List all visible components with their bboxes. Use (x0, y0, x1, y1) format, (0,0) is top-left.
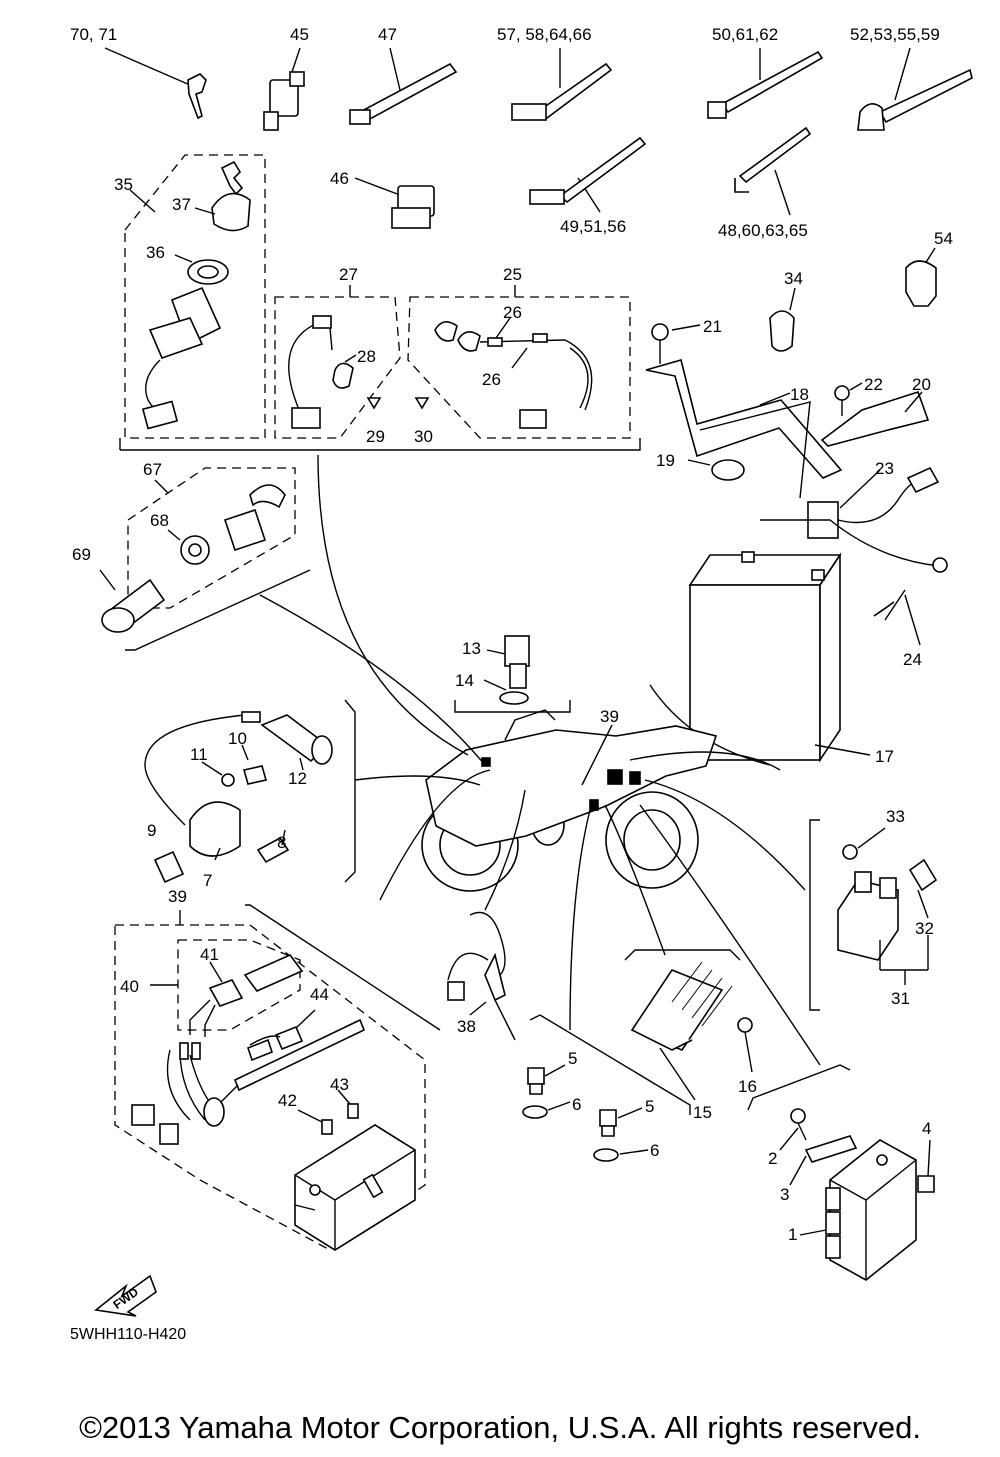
callout-9: 9 (147, 821, 156, 840)
callout-25: 25 (503, 265, 522, 284)
callout-10: 10 (228, 729, 247, 748)
cable-tie-49-part (529, 136, 647, 213)
key-part (104, 47, 207, 120)
accessory-socket-group (99, 467, 311, 651)
callout-49: 49,51,56 (560, 217, 626, 236)
callout-labels: 70, 71 45 47 57, 58,64,66 50,61,62 52,53… (70, 25, 953, 1244)
wire-harness-group (114, 904, 441, 1251)
neutral-switch-part (447, 911, 516, 1041)
callout-5b: 5 (645, 1097, 654, 1116)
document-code: 5WHH110-H420 (70, 1326, 187, 1343)
callout-6b: 6 (650, 1141, 659, 1160)
cable-tie-47-part (349, 47, 458, 125)
cdi-unit-part (747, 1064, 935, 1281)
callout-67: 67 (143, 460, 162, 479)
callout-12: 12 (288, 769, 307, 788)
callout-54: 54 (934, 229, 953, 248)
callout-13: 13 (462, 639, 481, 658)
callout-21: 21 (703, 317, 722, 336)
callout-57: 57, 58,64,66 (497, 25, 592, 44)
callout-3: 3 (780, 1185, 789, 1204)
rectifier-regulator-part (624, 949, 753, 1101)
callout-23: 23 (875, 459, 894, 478)
callout-48: 48,60,63,65 (718, 221, 808, 240)
clip-54-part (905, 247, 937, 307)
callout-46: 46 (330, 169, 349, 188)
callout-6a: 6 (572, 1095, 581, 1114)
callout-19: 19 (656, 451, 675, 470)
callout-31: 31 (891, 989, 910, 1008)
callout-16: 16 (738, 1077, 757, 1096)
callout-4: 4 (922, 1119, 931, 1138)
callout-8: 8 (277, 833, 286, 852)
cable-tie-50-part (707, 48, 824, 119)
callout-38: 38 (457, 1017, 476, 1036)
callout-24: 24 (903, 650, 922, 669)
callout-52: 52,53,55,59 (850, 25, 940, 44)
battery-cables-part (760, 466, 948, 646)
callout-29: 29 (366, 427, 385, 446)
callout-39b: 39 (168, 887, 187, 906)
cable-tie-48-part (734, 126, 812, 216)
callout-5a: 5 (568, 1049, 577, 1068)
callout-44: 44 (310, 985, 329, 1004)
forward-arrow-icon: FWD (94, 1274, 157, 1317)
callout-40: 40 (120, 977, 139, 996)
clamp-tie-52-part (857, 47, 973, 131)
callout-47: 47 (378, 25, 397, 44)
connector-45-part (263, 47, 305, 131)
callout-69: 69 (72, 545, 91, 564)
callout-35: 35 (114, 175, 133, 194)
callout-26a: 26 (503, 303, 522, 322)
callout-37: 37 (172, 195, 191, 214)
callout-43: 43 (330, 1075, 349, 1094)
diagram-canvas: FWD 70, 71 45 47 57, 58,64,66 50,61,62 5… (70, 25, 973, 1317)
thermo-switch-part (454, 635, 571, 713)
battery-bracket-part (645, 287, 930, 499)
copyright-notice: ©2013 Yamaha Motor Corporation, U.S.A. A… (79, 1410, 921, 1445)
battery-part (649, 551, 871, 766)
callout-28: 28 (357, 347, 376, 366)
callout-45: 45 (290, 25, 309, 44)
bolts-5-6-part (522, 1014, 691, 1162)
starter-relay-part (809, 819, 938, 1011)
callout-14: 14 (455, 671, 474, 690)
callout-18: 18 (790, 385, 809, 404)
main-switch-group (124, 154, 266, 439)
ignition-coil-part (144, 699, 356, 884)
callout-2: 2 (768, 1149, 777, 1168)
callout-50: 50,61,62 (712, 25, 778, 44)
callout-26b: 26 (482, 370, 501, 389)
callout-7: 7 (203, 871, 212, 890)
callout-1: 1 (788, 1225, 797, 1244)
callout-32: 32 (915, 919, 934, 938)
callout-68: 68 (150, 511, 169, 530)
callout-42: 42 (278, 1091, 297, 1110)
relay-46-part (354, 177, 435, 229)
callout-22: 22 (864, 375, 883, 394)
callout-30: 30 (414, 427, 433, 446)
callout-20: 20 (912, 375, 931, 394)
callout-39a: 39 (600, 707, 619, 726)
callout-27: 27 (339, 265, 358, 284)
callout-34: 34 (784, 269, 803, 288)
callout-11: 11 (190, 745, 208, 764)
callout-41: 41 (200, 945, 219, 964)
sensor-groups (274, 285, 631, 439)
callout-15: 15 (693, 1103, 712, 1122)
atv-vehicle (421, 709, 718, 892)
callout-70-71: 70, 71 (70, 25, 117, 44)
callout-36: 36 (146, 243, 165, 262)
callout-17: 17 (875, 747, 894, 766)
callout-33: 33 (886, 807, 905, 826)
cable-tie-57-part (511, 48, 613, 121)
